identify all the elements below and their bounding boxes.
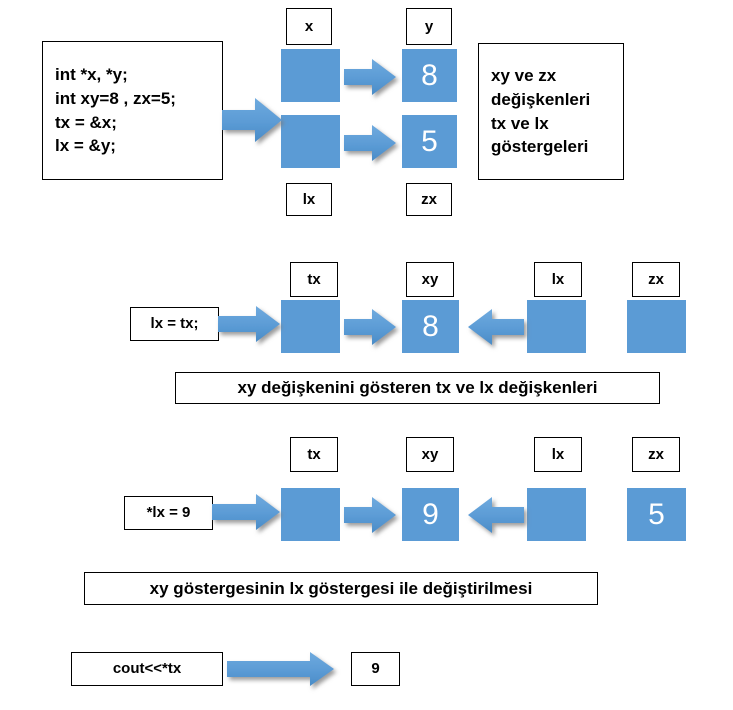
memory-cell-lx-s3 bbox=[527, 488, 586, 541]
arrow-right-icon bbox=[344, 309, 404, 351]
arrow-right-icon bbox=[222, 98, 284, 150]
variable-tag-xy-s3: xy bbox=[406, 437, 454, 472]
code-line: tx = &x; bbox=[55, 112, 117, 132]
code-line: int *x, *y; bbox=[55, 64, 128, 84]
note-line: değişkenleri bbox=[491, 89, 591, 109]
arrow-right-icon bbox=[344, 58, 404, 102]
output-box-value: 9 bbox=[351, 652, 400, 686]
memory-cell-y: 8 bbox=[402, 49, 457, 102]
memory-cell-tx-s3 bbox=[281, 488, 340, 541]
arrow-right-icon bbox=[344, 124, 404, 168]
variable-tag-lx-s3: lx bbox=[534, 437, 582, 472]
arrow-right-icon bbox=[218, 306, 288, 348]
note-line: xy ve zx bbox=[491, 65, 557, 85]
memory-cell-zx-s2 bbox=[627, 300, 686, 353]
explanation-note-box: xy ve zx değişkenleri tx ve lx göstergel… bbox=[478, 43, 624, 180]
variable-tag-zx-s2: zx bbox=[632, 262, 680, 297]
note-line: göstergeleri bbox=[491, 137, 589, 157]
variable-tag-x: x bbox=[286, 8, 332, 45]
statement-box-cout: cout<<*tx bbox=[71, 652, 223, 686]
variable-tag-y: y bbox=[406, 8, 452, 45]
memory-cell-lx-s2 bbox=[527, 300, 586, 353]
memory-cell-lx bbox=[281, 115, 340, 168]
variable-tag-xy-s2: xy bbox=[406, 262, 454, 297]
variable-tag-tx-s2: tx bbox=[290, 262, 338, 297]
memory-cell-zx-s3: 5 bbox=[627, 488, 686, 541]
code-declaration-box: int *x, *y; int xy=8 , zx=5; tx = &x; lx… bbox=[42, 41, 223, 180]
statement-box-lx-eq-tx: lx = tx; bbox=[130, 307, 219, 341]
arrow-right-icon bbox=[212, 494, 288, 536]
memory-cell-x bbox=[281, 49, 340, 102]
memory-cell-xy-s2: 8 bbox=[402, 300, 459, 353]
caption-section-3: xy göstergesinin lx göstergesi ile değiş… bbox=[84, 572, 598, 605]
memory-cell-tx-s2 bbox=[281, 300, 340, 353]
code-line: lx = &y; bbox=[55, 136, 116, 156]
variable-tag-tx-s3: tx bbox=[290, 437, 338, 472]
memory-cell-xy-s3: 9 bbox=[402, 488, 459, 541]
code-line: int xy=8 , zx=5; bbox=[55, 88, 176, 108]
variable-tag-zx: zx bbox=[406, 183, 452, 216]
arrow-right-icon bbox=[227, 652, 343, 692]
caption-section-2: xy değişkenini gösteren tx ve lx değişke… bbox=[175, 372, 660, 404]
arrow-left-icon bbox=[466, 497, 528, 539]
arrow-right-icon bbox=[344, 497, 404, 539]
statement-box-deref-lx-eq-9: *lx = 9 bbox=[124, 496, 213, 530]
variable-tag-lx: lx bbox=[286, 183, 332, 216]
memory-cell-zx: 5 bbox=[402, 115, 457, 168]
variable-tag-lx-s2: lx bbox=[534, 262, 582, 297]
variable-tag-zx-s3: zx bbox=[632, 437, 680, 472]
arrow-left-icon bbox=[466, 309, 528, 351]
note-line: tx ve lx bbox=[491, 113, 549, 133]
